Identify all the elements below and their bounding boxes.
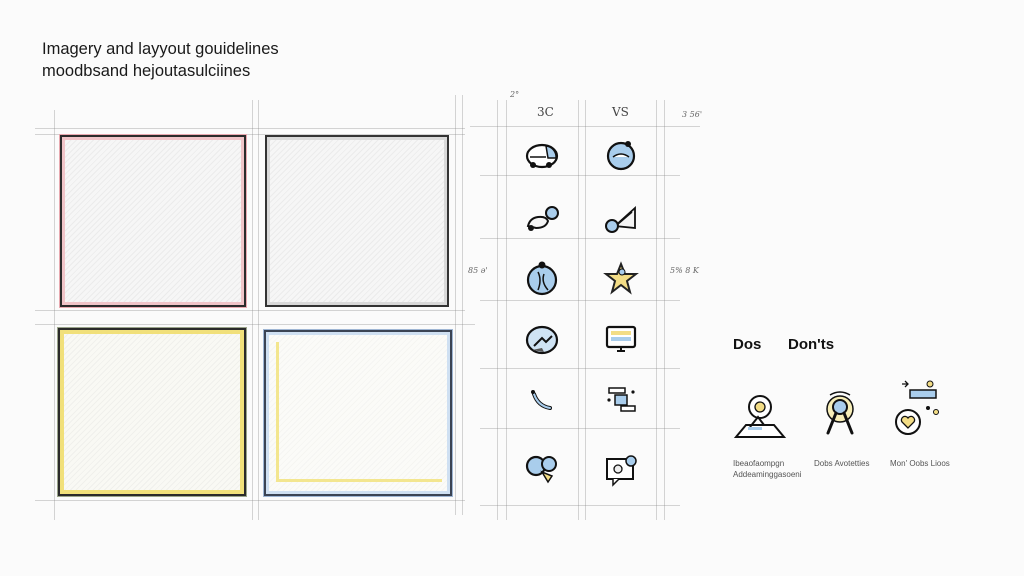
grid-column-label: VS (612, 105, 629, 119)
guide-line (462, 95, 463, 515)
grid-line (497, 100, 498, 520)
globe-face-icon (599, 133, 643, 177)
moodboard-panel-top-right (265, 135, 449, 307)
title-line-1: Imagery and layyout gouidelines (42, 40, 279, 58)
globe-person-icon (520, 256, 564, 300)
heart-badge-icon (890, 378, 950, 438)
caption-line: Dobs Avotetties (814, 459, 870, 468)
grid-line (656, 100, 657, 520)
magnify-lightbulb-icon (520, 448, 564, 492)
donts-heading: Don'ts (788, 336, 835, 353)
caption-line: Addeaminggasoeni (733, 470, 802, 479)
grid-line (480, 175, 680, 176)
margin-note: 5% 8 K (670, 266, 699, 275)
monitor-chart-icon (599, 318, 643, 362)
grid-line (480, 238, 680, 239)
moodboard-panel-bottom-left (58, 328, 246, 496)
grid-line (480, 368, 680, 369)
donts-caption: Dobs Avotetties (814, 458, 869, 469)
grid-line (578, 100, 579, 520)
margin-note: 85 ə' (468, 266, 488, 275)
guide-line (455, 95, 456, 515)
moodboard-panel-bottom-right (264, 330, 452, 496)
guide-line (35, 128, 465, 129)
guide-line (35, 310, 465, 311)
chat-screen-icon (599, 448, 643, 492)
guide-line (35, 500, 465, 501)
world-hand-icon (520, 318, 564, 362)
guide-line (258, 100, 259, 520)
moodboard-panel-top-left (60, 135, 246, 307)
compass-target-icon (810, 385, 870, 445)
star-icon (599, 256, 643, 300)
grid-line (480, 428, 680, 429)
grid-line (664, 100, 665, 520)
grid-column-label: 3C (537, 105, 554, 119)
margin-note: 3 56' (682, 110, 703, 119)
gear-pile-icon (520, 196, 564, 240)
dos-caption: Ibeaofaompgn Addeaminggasoeni (733, 458, 802, 480)
wrench-icon (520, 378, 564, 422)
caption-line: Mon' Oobs Lioos (890, 459, 950, 468)
guide-line (54, 110, 55, 520)
grid-line (506, 100, 507, 520)
title-line-2: moodbsand hejoutasulciines (42, 62, 251, 80)
guide-line (35, 324, 475, 325)
extra-caption: Mon' Oobs Lioos (890, 458, 950, 469)
device-cluster-icon (599, 378, 643, 422)
guide-line (252, 100, 253, 520)
grid-line (480, 300, 680, 301)
guide-line (35, 134, 465, 135)
grid-line (470, 126, 700, 127)
car-icon (520, 133, 564, 177)
margin-note: 2° (510, 90, 520, 99)
lightbulb-desk-icon (730, 385, 790, 445)
dos-heading: Dos (733, 336, 762, 353)
grid-line (585, 100, 586, 520)
grid-line (480, 505, 680, 506)
page-title: Imagery and layyout gouidelines moodbsan… (42, 38, 279, 82)
caption-line: Ibeaofaompgn (733, 459, 785, 468)
telescope-icon (599, 196, 643, 240)
